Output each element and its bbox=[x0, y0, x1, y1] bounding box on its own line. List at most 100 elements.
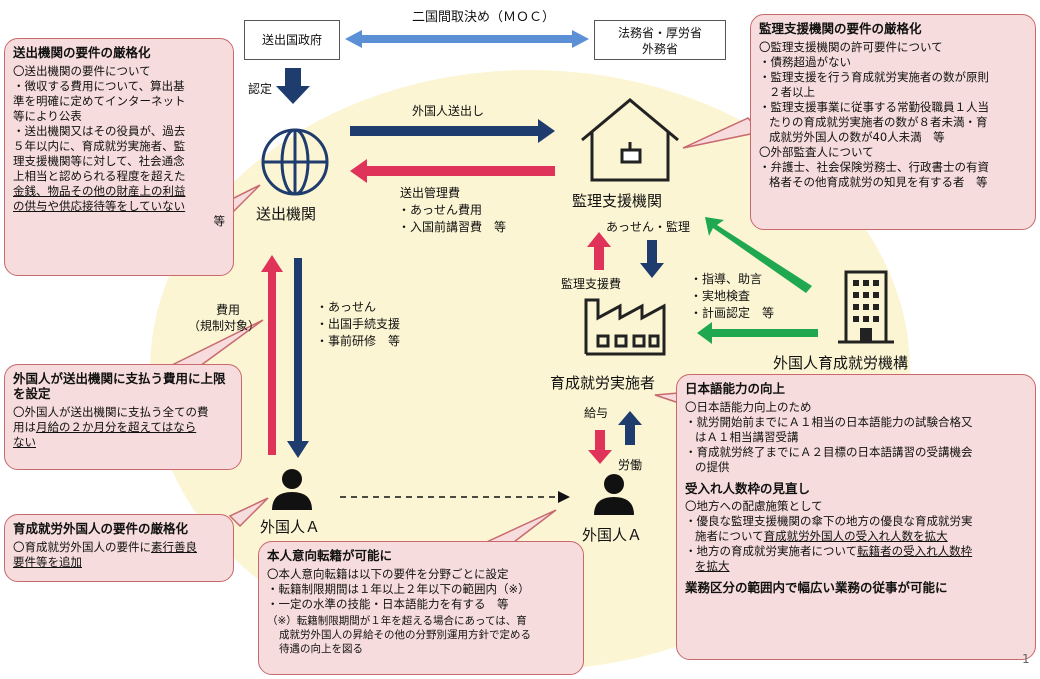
moc-arrow bbox=[345, 30, 589, 48]
callout-title: 本人意向転籍が可能に bbox=[267, 548, 393, 563]
callout-line: 要件等を追加 bbox=[13, 555, 82, 569]
callout-line: 〇日本語能力向上のため bbox=[685, 400, 812, 414]
callout-line: ・就労開始前までにＡ１相当の日本語能力の試験合格又 bbox=[685, 415, 973, 429]
moc-label: 二国間取決め（ＭＯＣ） bbox=[412, 10, 556, 25]
guide-item-2: ・実地検査 bbox=[690, 289, 751, 303]
support-item-1: ・あっせん bbox=[316, 300, 377, 314]
callout-line: を拡大 bbox=[695, 559, 730, 573]
callout-line: 成就労外国人の数が40人未満 等 bbox=[769, 130, 945, 144]
callout-text-underlined: 育成就労外国人の受入れ人数を拡大 bbox=[763, 529, 948, 543]
ministries-label-1: 法務省・厚労省 bbox=[617, 26, 702, 40]
callout-note: 成就労外国人の昇給その他の分野別運用方針で定める bbox=[279, 629, 531, 641]
callout-line: ・監理支援事業に従事する常勤役職員１人当 bbox=[759, 100, 989, 114]
callout-line: ない bbox=[13, 435, 36, 449]
callout-line: 等により公表 bbox=[13, 109, 82, 123]
callout-supervising-requirements: 監理支援機関の要件の厳格化 〇監理支援機関の許可要件について ・債務超過がない … bbox=[750, 14, 1036, 230]
kanri-fee-arrow bbox=[587, 232, 611, 270]
callout-line: ・債務超過がない bbox=[759, 55, 851, 69]
callout-line: ・育成就労終了までにＡ２目標の日本語講習の受講機会 bbox=[685, 445, 973, 459]
callout-line: ・優良な監理支援機関の傘下の地方の優良な育成就労実 bbox=[685, 514, 973, 528]
guide-item-3: ・計画認定 等 bbox=[690, 306, 775, 320]
callout-note: （※）転籍制限期間が１年を超える場合にあっては、育 bbox=[267, 615, 527, 627]
organization-label: 外国人育成就労機構 bbox=[773, 354, 909, 372]
cost-arrow bbox=[261, 255, 283, 455]
callout-line: ２者以上 bbox=[769, 85, 815, 99]
worker-right-label: 外国人Ａ bbox=[582, 526, 643, 544]
person-icon-left bbox=[272, 469, 312, 510]
callout-line: 〇外部監査人について bbox=[759, 145, 874, 159]
callout-title-business: 業務区分の範囲内で幅広い業務の従事が可能に bbox=[685, 580, 948, 595]
callout-sending-requirements: 送出機関の要件の厳格化 〇送出機関の要件について ・徴収する費用について、算出基… bbox=[4, 38, 234, 276]
callout-line: ・監理支援を行う育成就労実施者の数が原則 bbox=[759, 70, 989, 84]
callout-line: ５年以内に、育成就労実施者、監 bbox=[13, 139, 186, 153]
ministries-label-2: 外務省 bbox=[641, 42, 678, 56]
assen-arrow bbox=[640, 240, 664, 278]
callout-line: たりの育成就労実施者の数が８者未満・育 bbox=[769, 115, 988, 129]
kanri-fee-label: 監理支援費 bbox=[561, 277, 622, 291]
callout-title: 日本語能力の向上 bbox=[685, 381, 786, 396]
assen-kanri-label: あっせん・監理 bbox=[606, 220, 691, 234]
support-item-2: ・出国手続支援 bbox=[316, 317, 401, 331]
fee-arrow bbox=[350, 159, 555, 183]
callout-title: 監理支援機関の要件の厳格化 bbox=[759, 21, 922, 36]
labor-label: 労働 bbox=[618, 458, 643, 472]
fee-item-1: ・あっせん費用 bbox=[398, 203, 483, 217]
sending-government-box: 送出国政府 bbox=[244, 20, 340, 60]
salary-arrow bbox=[588, 430, 612, 464]
worker-left-label: 外国人Ａ bbox=[260, 518, 321, 536]
tail-transfer bbox=[479, 509, 557, 546]
callout-line: ・一定の水準の技能・日本語能力を有する 等 bbox=[267, 597, 509, 611]
callout-line: 等 bbox=[213, 214, 226, 228]
tail-supervising bbox=[682, 117, 762, 149]
callout-line: 理支援機関等に対して、社会通念 bbox=[13, 154, 185, 168]
callout-line: ・送出機関又はその役員が、過去 bbox=[13, 124, 186, 138]
callout-title: 送出機関の要件の厳格化 bbox=[13, 45, 151, 60]
callout-line: ・徴収する費用について、算出基 bbox=[13, 79, 185, 93]
house-icon bbox=[581, 98, 679, 182]
building-windows bbox=[853, 280, 879, 342]
callout-text-underlined: 転籍者の受入れ人数枠 bbox=[857, 544, 973, 558]
factory-icon bbox=[584, 298, 666, 356]
ninka-arrow bbox=[276, 68, 310, 104]
support-item-3: ・事前研修 等 bbox=[316, 334, 401, 348]
callout-line: 〇地方への配慮施策として bbox=[685, 499, 823, 513]
ministries-box: 法務省・厚労省 外務省 bbox=[594, 20, 726, 60]
callout-japanese: 日本語能力の向上 〇日本語能力向上のため ・就労開始前までにＡ１相当の日本語能力… bbox=[676, 374, 1036, 660]
salary-label: 給与 bbox=[584, 406, 609, 420]
callout-cost-cap: 外国人が送出機関に支払う費用に上限を設定 〇外国人が送出機関に支払う全ての費 用… bbox=[4, 364, 242, 470]
sending-government-label: 送出国政府 bbox=[261, 33, 322, 47]
callout-text-underlined: 月給の２か月分を超えてはなら bbox=[36, 420, 197, 434]
callout-worker-requirements: 育成就労外国人の要件の厳格化 〇育成就労外国人の要件に素行善良 要件等を追加 bbox=[4, 514, 234, 582]
fee-title: 送出管理費 bbox=[400, 186, 461, 200]
callout-line: 〇監理支援機関の許可要件について bbox=[759, 40, 943, 54]
callout-line: 格者その他育成就労の知見を有する者 等 bbox=[769, 175, 988, 189]
callout-line: の供与や供応接待等をしていない bbox=[13, 199, 186, 213]
supervising-org-label: 監理支援機関 bbox=[572, 192, 663, 210]
green-arrow-lower bbox=[697, 322, 818, 344]
green-arrow-upper bbox=[705, 217, 812, 293]
implementer-label: 育成就労実施者 bbox=[550, 374, 656, 392]
tail-worker bbox=[228, 497, 269, 528]
support-arrow bbox=[287, 258, 309, 458]
cost-label-2: （規制対象） bbox=[188, 319, 261, 333]
cost-label-1: 費用 bbox=[216, 303, 241, 317]
person-icon-right bbox=[594, 474, 634, 515]
sending-org-label: 送出機関 bbox=[256, 205, 317, 223]
callout-line: 〇送出機関の要件について bbox=[13, 64, 151, 78]
labor-arrow bbox=[618, 411, 642, 445]
callout-title-quota: 受入れ人数枠の見直し bbox=[685, 481, 811, 496]
callout-line: の提供 bbox=[695, 460, 730, 474]
callout-line: ・弁護士、社会保険労務士、行政書士の有資 bbox=[759, 160, 989, 174]
callout-text: 用は bbox=[13, 420, 36, 434]
callout-text: 〇育成就労外国人の要件に bbox=[13, 540, 151, 554]
page-number: 1 bbox=[1022, 652, 1030, 666]
callout-line: 金銭、物品その他の財産上の利益 bbox=[13, 184, 186, 198]
send-out-arrow bbox=[350, 119, 555, 143]
callout-text: 施者について bbox=[695, 529, 764, 543]
callout-line: 〇本人意向転籍は以下の要件を分野ごとに設定 bbox=[267, 567, 509, 581]
ninka-label: 認定 bbox=[248, 82, 273, 96]
callout-note: 待遇の向上を図る bbox=[279, 643, 363, 655]
callout-line: ・転籍制限期間は１年以上２年以下の範囲内（※） bbox=[267, 582, 530, 596]
callout-text: ・地方の育成就労実施者について bbox=[685, 544, 858, 558]
